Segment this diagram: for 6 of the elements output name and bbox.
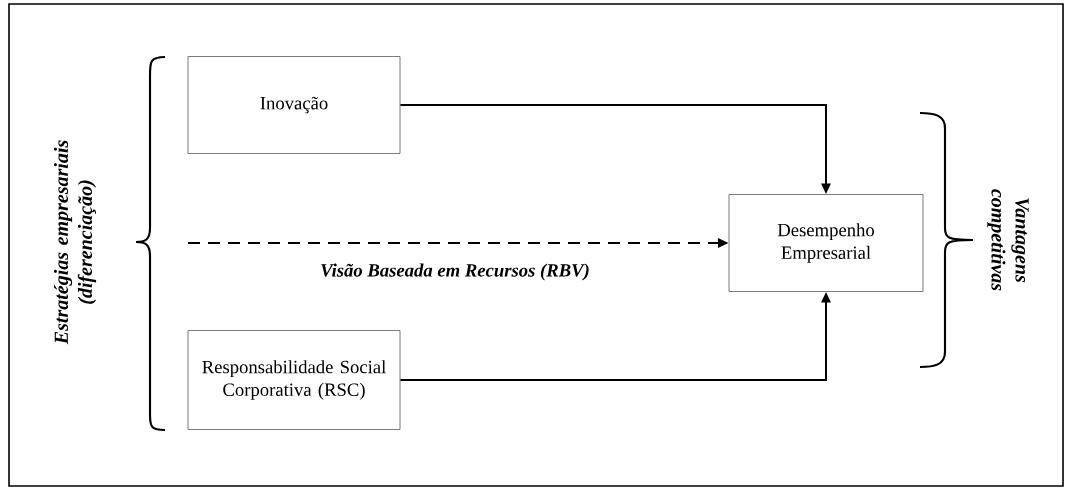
side-label: Estratégias empresariais (diferenciação) — [53, 140, 97, 345]
side-label: Vantagens competitivas — [987, 189, 1029, 291]
edge-label: Visão Baseada em Recursos (RBV) — [318, 262, 592, 282]
process-box: Inovação — [187, 56, 401, 154]
process-box: Responsabilidade Social Corporativa (RSC) — [187, 330, 401, 430]
process-box: Desempenho Empresarial — [728, 194, 924, 292]
